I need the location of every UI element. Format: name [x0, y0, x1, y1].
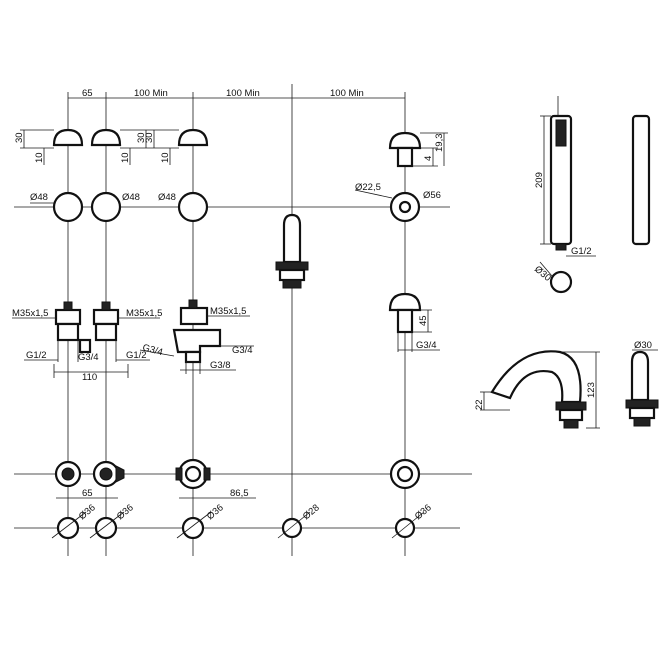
bottom-holes: Ø36 Ø36 Ø36 Ø28 Ø36	[51, 502, 434, 540]
bath-spout: 22 123	[474, 350, 600, 429]
dim-110: 110	[82, 372, 97, 383]
dim-diverter-45: 45	[418, 315, 429, 326]
dim-d36-a: Ø36	[77, 502, 98, 522]
dim-knob-4: 4	[423, 156, 434, 161]
dim-d48-b: Ø48	[122, 192, 140, 203]
dim-handle-30: 30	[14, 132, 25, 143]
dim-spout-123: 123	[586, 382, 597, 398]
bottom-top-view: 65 86,5	[54, 458, 421, 499]
handle-right: 30 10	[144, 128, 209, 165]
dim-bottom-86: 86,5	[230, 488, 249, 499]
dim-d36-b: Ø36	[115, 502, 136, 522]
shower-holder: Ø30	[625, 340, 659, 427]
dim-bottom-65: 65	[82, 488, 93, 499]
dim-209: 209	[534, 172, 545, 188]
dim-diverter-g34: G3/4	[416, 340, 437, 351]
dim-holder-d30: Ø30	[634, 340, 652, 351]
dim-top-100-b: 100 Min	[226, 88, 260, 99]
valve-left	[54, 301, 82, 342]
dim-g34-left: G3/4	[78, 352, 99, 363]
dim-d48-c: Ø48	[158, 192, 176, 203]
dim-d56: Ø56	[423, 190, 441, 201]
valve-middle	[78, 301, 120, 354]
dim-g34-valve: G3/4	[141, 342, 164, 358]
dim-d28: Ø28	[301, 502, 322, 522]
dim-g34-valve2: G3/4	[232, 345, 253, 356]
dim-handle-10: 10	[34, 152, 45, 163]
dim-shower-g12: G1/2	[571, 246, 592, 257]
dim-handle-10c: 10	[160, 152, 171, 163]
hand-shower-front: 209 G1/2 Ø30	[532, 96, 596, 294]
top-dimensions: 65 100 Min 100 Min 100 Min	[68, 88, 405, 99]
dim-m35-b: M35x1,5	[126, 308, 162, 319]
dim-d22: Ø22,5	[355, 182, 381, 193]
dim-m35-a: M35x1,5	[12, 308, 48, 319]
dim-spout-22: 22	[474, 399, 485, 410]
dim-g38: G3/8	[210, 360, 231, 371]
dim-m35-c: M35x1,5	[210, 306, 246, 317]
dim-d36-c: Ø36	[205, 502, 226, 522]
diverter-side: 45 G3/4	[388, 292, 440, 352]
valve-dimensions: M35x1,5 M35x1,5 M35x1,5 G1/2 G3/4 G1/2 1…	[12, 306, 254, 383]
dim-top-65: 65	[82, 88, 93, 99]
dim-handle-30b: 30	[136, 132, 147, 143]
dim-shower-d30: Ø30	[532, 264, 553, 284]
dim-g12-left: G1/2	[26, 350, 47, 361]
handle-left: 30 10	[14, 128, 84, 165]
dim-d36-d: Ø36	[413, 502, 434, 522]
dim-d48-a: Ø48	[30, 192, 48, 203]
dim-top-100-a: 100 Min	[134, 88, 168, 99]
dim-top-100-c: 100 Min	[330, 88, 364, 99]
plan-circles: Ø48 Ø48 Ø48 Ø22,5 Ø56	[30, 182, 441, 223]
dim-g12-right: G1/2	[126, 350, 147, 361]
spout-base	[275, 213, 309, 289]
dim-handle-30c: 30	[144, 132, 155, 143]
handle-middle: 30 10	[90, 128, 150, 165]
hand-shower-side	[631, 114, 651, 246]
diverter-knob-top: 4 19,3	[388, 131, 448, 168]
dim-handle-10b: 10	[120, 152, 131, 163]
dim-knob-19: 19,3	[434, 134, 445, 153]
